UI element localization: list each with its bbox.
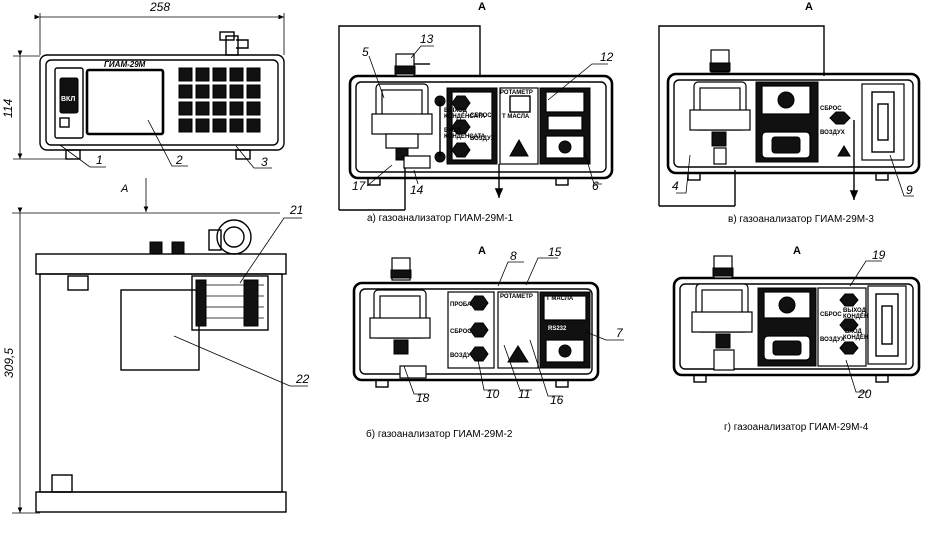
panel-b-air: ВОЗДУХ (450, 353, 475, 359)
panel-g-cond-in-1: ВХОД (845, 329, 863, 335)
panel-a-air: ВОЗДУХ (470, 136, 495, 142)
view-marker-b: А (478, 245, 486, 257)
callout-12: 12 (600, 50, 614, 64)
view-marker-v: А (805, 1, 813, 13)
caption-b: б) газоанализатор ГИАМ-29М-2 (366, 428, 513, 440)
view-marker-g: А (793, 245, 801, 257)
panel-a-rotameter: РОТАМЕТР (500, 90, 533, 96)
callout-11: 11 (518, 387, 530, 401)
panel-g: А СБРОС ВЫХОД КОНДЕНСАТА ВОЗДУХ ВХОД КОН… (672, 245, 921, 433)
callout-9: 9 (906, 183, 913, 197)
callout-15: 15 (548, 245, 562, 259)
device-name: ГИАМ-29М (104, 60, 146, 69)
callout-3: 3 (261, 155, 268, 169)
callout-7: 7 (616, 326, 624, 340)
panel-g-cond-out-1: ВЫХОД (843, 308, 867, 314)
panel-a-cond-in-1: ВХОД (444, 128, 462, 134)
dimension-width: 258 (149, 0, 170, 14)
panel-g-cond-out-2: КОНДЕНСАТА (843, 314, 885, 320)
panel-a-reset: СБРОС (470, 113, 492, 119)
callout-19: 19 (872, 248, 886, 262)
callout-1: 1 (96, 153, 103, 167)
panel-a-cond-out-2: КОНДЕНСАТА (444, 114, 486, 120)
top-view: 309,5 21 22 (2, 203, 310, 514)
panel-g-cond-in-2: КОНДЕНСАТА (843, 335, 885, 341)
caption-v: в) газоанализатор ГИАМ-29М-3 (728, 214, 874, 225)
callout-2: 2 (175, 153, 183, 167)
callout-14: 14 (410, 183, 424, 197)
panel-b: А ПРОБА СБРОС ВОЗДУХ РОТАМЕТР Т МАСЛА RS… (352, 245, 624, 440)
caption-g: г) газоанализатор ГИАМ-29М-4 (724, 422, 869, 433)
panel-a-cond-in-2: КОНДЕНСАТА (444, 134, 486, 140)
callout-20: 20 (857, 387, 872, 401)
callout-22: 22 (295, 372, 310, 386)
panel-b-reset: СБРОС (450, 329, 472, 335)
front-view: 258 114 ВКЛ ГИАМ-29М (1, 0, 285, 169)
callout-10: 10 (486, 387, 500, 401)
callout-17: 17 (352, 179, 367, 193)
power-switch-label: ВКЛ (61, 96, 75, 103)
callout-5: 5 (362, 45, 369, 59)
view-marker-a: А (478, 1, 486, 13)
callout-4: 4 (672, 179, 679, 193)
panel-v-air: ВОЗДУХ (820, 130, 845, 136)
panel-v-reset: СБРОС (820, 106, 842, 112)
dimension-height: 114 (1, 99, 15, 118)
callout-6: 6 (592, 179, 599, 193)
panel-b-probe: ПРОБА (450, 302, 472, 308)
panel-g-air: ВОЗДУХ (820, 337, 845, 343)
dimension-depth: 309,5 (2, 348, 16, 378)
panel-a-cond-out-1: ВЫХОД (444, 108, 468, 114)
panel-b-rotameter: РОТАМЕТР (500, 294, 533, 300)
callout-21: 21 (289, 203, 303, 217)
panel-a: А ВЫХОД КОНДЕНСАТА ВХОД КОНДЕНСАТА СБРОС… (338, 1, 614, 224)
callout-16: 16 (550, 393, 564, 407)
panel-b-oil-temp: Т МАСЛА (546, 296, 574, 302)
caption-a: а) газоанализатор ГИАМ-29М-1 (367, 213, 514, 224)
callout-8: 8 (510, 249, 517, 263)
panel-g-reset: СБРОС (820, 312, 842, 318)
callout-13: 13 (420, 32, 434, 46)
view-marker-left: А (120, 183, 128, 195)
panel-a-oil-temp: Т МАСЛА (502, 114, 530, 120)
callout-18: 18 (416, 391, 430, 405)
panel-b-rs232: RS232 (548, 326, 567, 332)
panel-v: А СБРОС ВОЗДУХ 4 9 в) газоанализато (658, 1, 921, 225)
keypad (178, 67, 261, 133)
